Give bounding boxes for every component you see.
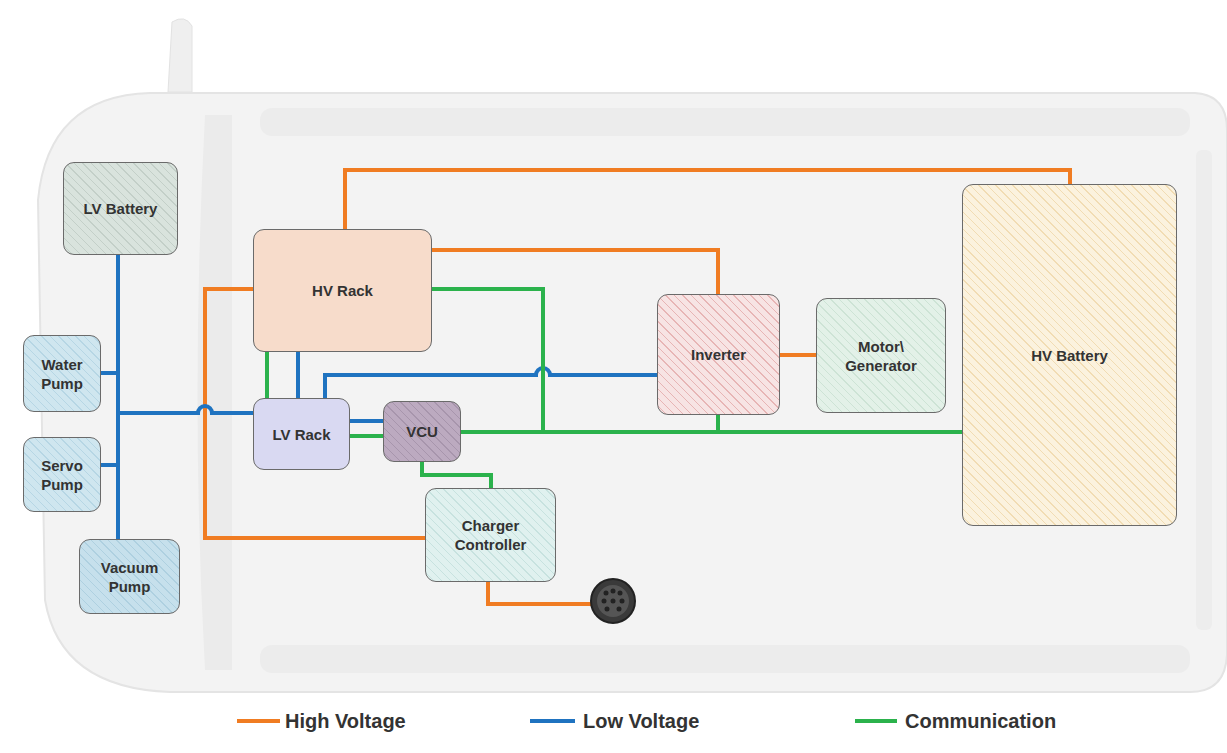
component-box: HV Rack <box>253 229 432 352</box>
legend-sample-low-voltage <box>530 719 575 723</box>
wire-connector <box>296 352 300 398</box>
component-box: Motor\ Generator <box>816 298 946 413</box>
component-box: LV Battery <box>63 162 178 255</box>
charging-port <box>591 579 635 623</box>
van-windshield <box>198 115 233 670</box>
charging-port-face <box>597 585 629 617</box>
wire-connector <box>118 255 253 413</box>
component-label: VCU <box>400 422 444 441</box>
component-label: Inverter <box>685 345 752 364</box>
wire-connector <box>461 415 718 432</box>
component-box: Vacuum Pump <box>79 539 180 614</box>
legend-sample-communication <box>855 719 897 723</box>
legend-sample-high-voltage <box>237 719 280 723</box>
component-box: Water Pump <box>23 335 101 412</box>
component-box: Inverter <box>657 294 780 415</box>
wire-connector <box>350 434 383 438</box>
component-label: LV Rack <box>266 425 336 444</box>
wire-connector <box>101 255 118 373</box>
component-label: Vacuum Pump <box>80 558 179 596</box>
hv-wire <box>488 582 592 604</box>
component-box: Servo Pump <box>23 437 101 512</box>
legend-label: Low Voltage <box>583 709 699 733</box>
component-box: HV Battery <box>962 184 1177 526</box>
wire-connector <box>350 419 383 423</box>
component-box: Charger Controller <box>425 488 556 582</box>
van-roof-panel <box>260 645 1190 673</box>
van-mirror <box>168 19 192 92</box>
legend-label: High Voltage <box>285 709 406 733</box>
component-label: LV Battery <box>78 199 164 218</box>
wire-connector <box>422 462 491 488</box>
component-label: HV Battery <box>1025 346 1114 365</box>
wire-connector <box>325 368 657 398</box>
component-label: HV Rack <box>306 281 379 300</box>
component-box: VCU <box>383 401 461 462</box>
van-roof-panel <box>260 108 1190 136</box>
component-label: Water Pump <box>24 355 100 393</box>
wire-connector <box>265 352 269 398</box>
port-pins <box>602 589 625 612</box>
wire-connector <box>101 255 118 465</box>
van-body <box>38 93 1227 692</box>
component-label: Charger Controller <box>426 516 555 554</box>
van-rear-light <box>1196 150 1212 630</box>
wire-connector <box>780 353 816 357</box>
legend-label: Communication <box>905 709 1056 733</box>
component-label: Servo Pump <box>24 456 100 494</box>
component-box: LV Rack <box>253 398 350 470</box>
component-label: Motor\ Generator <box>817 337 945 375</box>
